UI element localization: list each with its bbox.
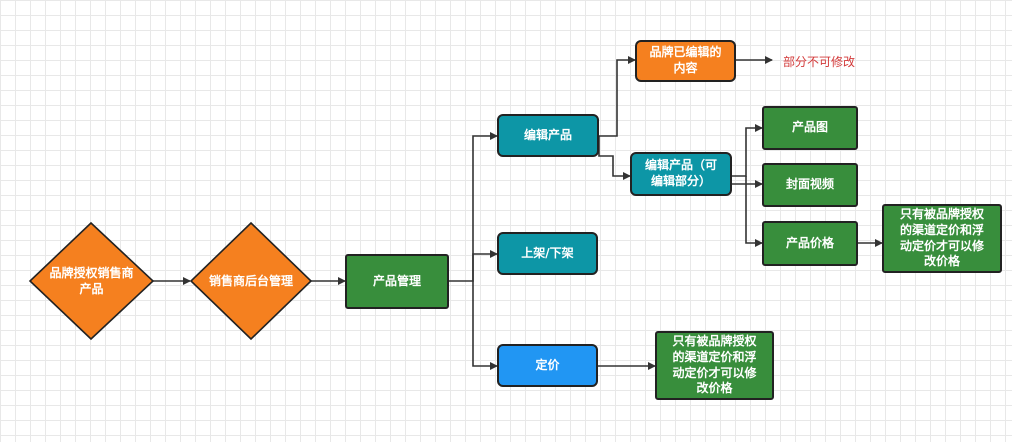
product-price-node: 产品价格 xyxy=(762,221,858,266)
partial-unmodifiable-note: 部分不可修改 xyxy=(783,55,856,69)
brand-product-label: 品牌授权销售商 产品 xyxy=(49,265,134,296)
connector-edit-to-brand-edited xyxy=(599,56,636,137)
pricing-note-node: 只有被品牌授权 的渠道定价和浮 动定价才可以修 改价格 xyxy=(655,331,774,400)
connector-partial-to-price xyxy=(745,176,763,247)
connector-edit-to-partial xyxy=(598,136,631,180)
connector-mgmt-to-edit xyxy=(449,132,498,282)
brand-product-diamond xyxy=(28,221,155,341)
dealer-backend-label: 销售商后台管理 xyxy=(208,273,293,288)
edit-editable-part-node: 编辑产品（可 编辑部分） xyxy=(630,152,732,196)
dealer-backend-diamond xyxy=(189,221,313,341)
edit-product-node: 编辑产品 xyxy=(497,114,599,157)
connector-mgmt-to-shelf xyxy=(472,250,498,281)
product-image-node: 产品图 xyxy=(762,106,858,150)
brand-edited-node: 品牌已编辑的 内容 xyxy=(635,40,736,82)
on-off-shelf-node: 上架/下架 xyxy=(497,232,598,275)
connector-partial-to-image xyxy=(732,124,763,177)
product-management-node: 产品管理 xyxy=(345,254,449,309)
cover-video-node: 封面视频 xyxy=(762,163,858,207)
pricing-node: 定价 xyxy=(497,344,598,387)
price-note-node: 只有被品牌授权 的渠道定价和浮 动定价才可以修 改价格 xyxy=(882,204,1002,273)
connector-mgmt-to-pricing xyxy=(472,281,498,370)
